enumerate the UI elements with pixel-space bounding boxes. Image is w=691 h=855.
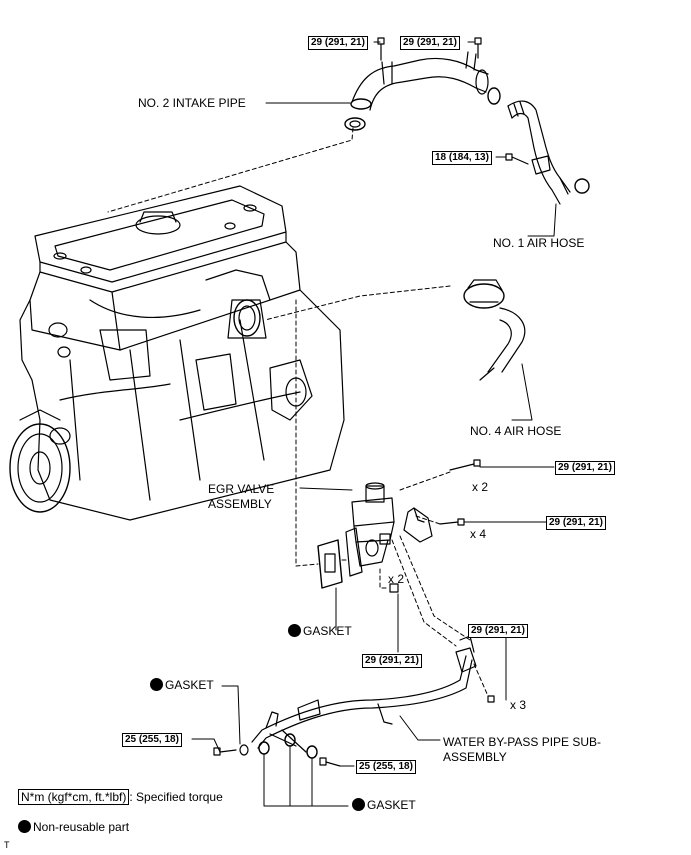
label-egr-valve-line1: EGR VALVE <box>208 482 275 496</box>
label-gasket-egr-text: GASKET <box>303 624 352 638</box>
label-gasket-egr: GASKET <box>288 624 352 638</box>
torque-label-intake-bolt-left: 29 (291, 21) <box>308 36 368 50</box>
bolt-egr-x2 <box>449 459 481 471</box>
label-air-hose-4: NO. 4 AIR HOSE <box>470 424 562 438</box>
label-gasket-pipe-left: GASKET <box>150 678 214 692</box>
label-water-pipe-line2: ASSEMBLY <box>443 750 507 764</box>
torque-label-egr-bolt: 29 (291, 21) <box>555 461 615 475</box>
non-reusable-dot-icon <box>288 624 301 637</box>
torque-label-egr-nut: 29 (291, 21) <box>362 654 422 668</box>
non-reusable-dot-icon <box>352 798 365 811</box>
legend-non-reusable-text: Non-reusable part <box>33 820 130 834</box>
alignment-lines <box>107 127 489 697</box>
nut <box>389 583 399 593</box>
torque-label-union-bolt-right: 25 (255, 18) <box>356 760 416 774</box>
qty-bracket-bolt: x 4 <box>470 527 487 541</box>
qty-egr-bolt: x 2 <box>472 480 489 494</box>
label-gasket-bottom-text: GASKET <box>367 798 416 812</box>
leader-lines <box>191 41 557 807</box>
label-water-pipe-line1: WATER BY-PASS PIPE SUB- <box>443 735 602 749</box>
torque-label-air-hose-bolt: 18 (184, 13) <box>432 151 492 165</box>
torque-label-pipe-bolt: 29 (291, 21) <box>468 624 528 638</box>
torque-label-union-bolt-left: 25 (255, 18) <box>122 733 182 747</box>
torque-label-bracket-bolt: 29 (291, 21) <box>546 516 606 530</box>
air-hose-4 <box>463 279 526 381</box>
engine-block <box>9 185 345 521</box>
legend-torque: N*m (kgf*cm, ft.*lbf): Specified torque <box>18 789 223 805</box>
legend-torque-desc: : Specified torque <box>129 790 223 804</box>
qty-egr-nut: x 2 <box>388 572 405 586</box>
bolt-top-right <box>474 37 482 59</box>
egr-valve <box>345 482 395 577</box>
legend-torque-unit: N*m (kgf*cm, ft.*lbf) <box>18 789 130 805</box>
bolt-bracket-x4 <box>439 518 465 526</box>
non-reusable-dot-icon <box>18 820 31 833</box>
bracket <box>403 507 433 543</box>
legend-non-reusable: Non-reusable part <box>18 820 129 834</box>
egr-gasket <box>317 539 343 589</box>
torque-label-intake-bolt-right: 29 (291, 21) <box>400 36 460 50</box>
bolt-top-left <box>377 37 385 61</box>
label-air-hose-1: NO. 1 AIR HOSE <box>493 236 585 250</box>
air-hose-1 <box>487 87 590 205</box>
label-egr-valve-line2: ASSEMBLY <box>208 497 272 511</box>
label-intake-pipe: NO. 2 INTAKE PIPE <box>138 96 246 110</box>
label-gasket-pipe-left-text: GASKET <box>165 678 214 692</box>
corner-mark: T <box>4 840 10 850</box>
non-reusable-dot-icon <box>150 678 163 691</box>
intake-pipe <box>344 51 489 131</box>
label-gasket-bottom: GASKET <box>352 798 416 812</box>
qty-pipe-bolt: x 3 <box>510 698 527 712</box>
